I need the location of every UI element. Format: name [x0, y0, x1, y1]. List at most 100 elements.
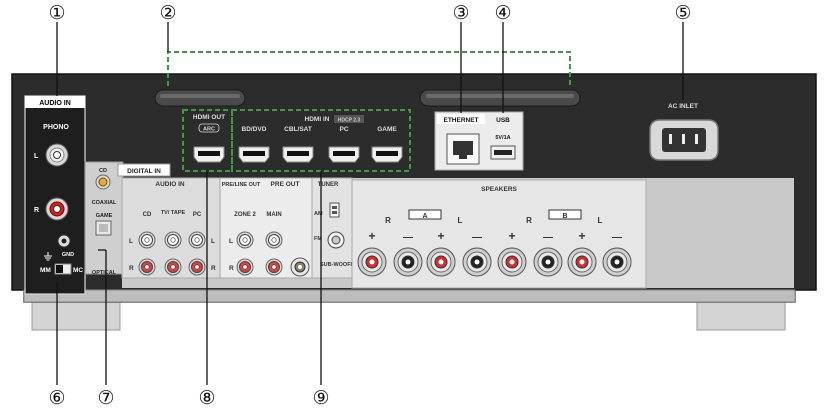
audio-in-header: [25, 96, 85, 108]
cbl-sat-label: CBL/SAT: [284, 126, 312, 133]
hdmi-out-title: HDMI OUT: [193, 114, 225, 121]
phono-label: PHONO: [43, 124, 69, 131]
callout-7: ⑦: [97, 387, 114, 409]
analog-l-label-right: L: [211, 238, 215, 245]
main-label: MAIN: [266, 212, 281, 218]
callout-4: ④: [494, 2, 511, 24]
mc-label: MC: [73, 267, 83, 274]
hdmi-out-highlight: [182, 109, 233, 172]
pre-out-title: PRE OUT: [271, 181, 300, 188]
speaker-polarity-b-l-plus: +: [578, 229, 585, 243]
speaker-terminals: + — + — + — + —: [357, 229, 632, 277]
analog-l-label-left: L: [129, 238, 133, 245]
gnd-label: GND: [62, 252, 74, 258]
subwoofer-label: SUB-WOOFER: [320, 262, 358, 268]
phono-r-jack[interactable]: [45, 197, 69, 221]
speaker-b-r-label: R: [526, 216, 532, 225]
ac-inlet-label: AC INLET: [668, 103, 698, 110]
speaker-b-label: B: [562, 213, 567, 220]
analog-pc-label: PC: [193, 212, 202, 218]
ac-inlet-socket[interactable]: [649, 119, 719, 161]
speaker-terminal-a-l-plus[interactable]: [426, 247, 456, 277]
rca-jack-tv-tape-l[interactable]: [164, 231, 182, 249]
speaker-polarity-b-r-minus: —: [543, 232, 553, 243]
rca-jack-tv-tape-r[interactable]: [164, 258, 182, 276]
mm-mc-switch[interactable]: [54, 263, 72, 275]
speaker-polarity-b-l-minus: —: [612, 232, 622, 243]
rca-jack-main-l[interactable]: [265, 231, 283, 249]
optical-jack[interactable]: [95, 220, 112, 236]
speaker-polarity-b-r-plus: +: [508, 229, 515, 243]
phono-l-label: L: [34, 153, 39, 160]
speakers-panel: [351, 179, 647, 289]
fm-antenna-jack[interactable]: [327, 231, 345, 249]
hdmi-out-port[interactable]: [193, 146, 225, 163]
speaker-a-r-label: R: [385, 216, 391, 225]
rca-jack-cd-r[interactable]: [138, 258, 156, 276]
phono-r-label: R: [34, 207, 39, 214]
ethernet-header: [437, 114, 485, 124]
digital-cd-label: CD: [99, 168, 107, 174]
arc-label: ARC: [203, 127, 215, 133]
speaker-polarity-a-l-minus: —: [472, 232, 482, 243]
speaker-polarity-a-l-plus: +: [437, 229, 444, 243]
ground-icon: [44, 252, 52, 261]
ethernet-port[interactable]: [446, 133, 480, 165]
audio-in-panel: [24, 95, 86, 295]
speaker-terminal-a-r-minus[interactable]: [393, 247, 423, 277]
speakers-title: SPEAKERS: [481, 186, 517, 193]
audio-in-title: AUDIO IN: [39, 100, 71, 107]
hdmi-in-title: HDMI IN: [305, 116, 330, 123]
rca-jack-pc-r[interactable]: [188, 258, 206, 276]
speaker-terminal-b-r-plus[interactable]: [497, 247, 527, 277]
pre-r-label: R: [229, 265, 234, 272]
hdcp-badge: [334, 115, 364, 123]
gnd-terminal[interactable]: [57, 234, 71, 248]
speaker-terminal-b-r-minus[interactable]: [533, 247, 563, 277]
hdcp-label: HDCP 2.3: [338, 118, 361, 124]
mm-label: MM: [40, 267, 51, 274]
fm-label: FM: [314, 236, 322, 242]
phono-l-jack[interactable]: [45, 143, 69, 167]
hdmi-pc-label: PC: [339, 126, 348, 133]
pre-l-label: L: [229, 238, 233, 245]
speaker-polarity-a-r-minus: —: [403, 232, 413, 243]
speaker-a-l-label: L: [458, 216, 463, 225]
callout-6: ⑥: [48, 387, 65, 409]
speaker-b-l-label: L: [598, 216, 603, 225]
speaker-polarity-a-r-plus: +: [368, 229, 375, 243]
am-label: AM: [314, 211, 323, 217]
digital-game-label: GAME: [96, 213, 113, 219]
hdmi-in-ports: [238, 146, 403, 163]
analog-cd-label: CD: [143, 212, 152, 218]
rca-jack-zone2-r[interactable]: [236, 258, 254, 276]
speaker-a-label: A: [422, 213, 427, 220]
hdmi-in-port-bd-dvd[interactable]: [238, 146, 270, 163]
callout-2: ②: [159, 2, 176, 24]
coaxial-jack[interactable]: [95, 174, 111, 190]
am-antenna-terminal[interactable]: [329, 202, 340, 218]
speaker-b-box: [548, 209, 582, 220]
hdmi-in-port-game[interactable]: [371, 146, 403, 163]
hdmi-in-port-cbl-sat[interactable]: [282, 146, 314, 163]
callout-9: ⑨: [312, 387, 329, 409]
speaker-a-box: [408, 209, 442, 220]
pre-out-rca-jacks: [236, 231, 283, 276]
speaker-terminal-b-l-minus[interactable]: [602, 247, 632, 277]
rca-jack-zone2-l[interactable]: [236, 231, 254, 249]
rca-jack-cd-l[interactable]: [138, 231, 156, 249]
subwoofer-jack[interactable]: [290, 257, 310, 277]
rca-jack-pc-l[interactable]: [188, 231, 206, 249]
speaker-terminal-a-r-plus[interactable]: [357, 247, 387, 277]
hdmi-in-port-pc[interactable]: [328, 146, 360, 163]
speaker-terminal-a-l-minus[interactable]: [462, 247, 492, 277]
callout-8: ⑧: [198, 387, 215, 409]
analog-r-label-right: R: [211, 265, 216, 272]
rca-jack-main-r[interactable]: [265, 258, 283, 276]
usb-port[interactable]: [490, 145, 516, 160]
analog-rca-jacks: [138, 231, 206, 276]
left-antenna: [154, 89, 246, 107]
speaker-terminal-b-l-plus[interactable]: [567, 247, 597, 277]
usb-label: USB: [496, 117, 510, 124]
